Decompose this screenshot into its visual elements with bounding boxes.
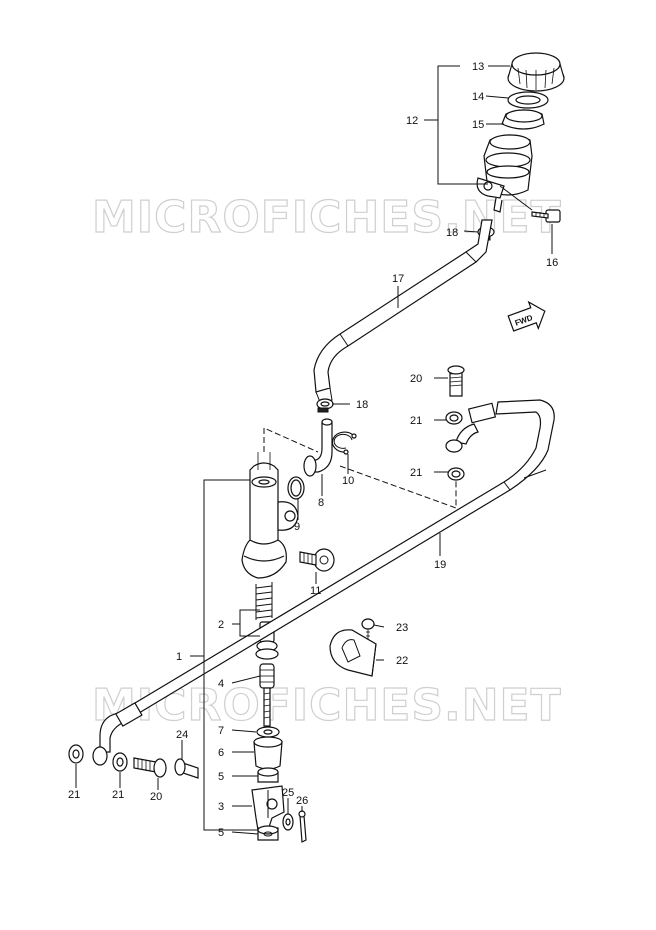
diaphragm-plate-14 — [507, 91, 549, 109]
label-13: 13 — [472, 61, 484, 73]
hose-guide-22 — [329, 629, 377, 677]
label-3: 3 — [218, 801, 224, 813]
leader-lines — [75, 65, 553, 835]
label-18-upper: 18 — [446, 227, 458, 239]
label-5-lower: 5 — [218, 827, 224, 839]
nut-5-upper — [257, 767, 279, 783]
circlip-10 — [331, 431, 357, 455]
label-19: 19 — [434, 559, 446, 571]
label-22: 22 — [396, 655, 408, 667]
bolt-24 — [174, 758, 199, 779]
label-12: 12 — [406, 115, 418, 127]
banjo-bolt-20-upper — [447, 365, 465, 397]
clamp-18-lower — [316, 398, 334, 413]
banjo-bolt-20-lower — [133, 757, 167, 778]
label-15: 15 — [472, 119, 484, 131]
label-23: 23 — [396, 622, 408, 634]
label-25: 25 — [282, 787, 294, 799]
label-18-lower: 18 — [356, 399, 368, 411]
piston-spring — [255, 582, 273, 620]
label-4: 4 — [218, 678, 224, 690]
clevis-3 — [251, 785, 285, 831]
label-21-a: 21 — [410, 415, 422, 427]
label-21-d: 21 — [112, 789, 124, 801]
label-20-lower: 20 — [150, 791, 162, 803]
label-14: 14 — [472, 91, 484, 103]
label-20-upper: 20 — [410, 373, 422, 385]
label-8: 8 — [318, 497, 324, 509]
boot-7 — [256, 726, 280, 738]
nut-5-lower — [257, 825, 279, 841]
label-17: 17 — [392, 273, 404, 285]
label-2: 2 — [218, 619, 224, 631]
label-6: 6 — [218, 747, 224, 759]
screw-23 — [361, 618, 375, 640]
o-ring-9 — [287, 476, 305, 500]
reservoir-body — [476, 134, 533, 213]
washer-25 — [282, 813, 294, 831]
hose-joint-8 — [303, 418, 333, 477]
bolt-16 — [531, 209, 561, 223]
boot-6 — [253, 736, 283, 770]
cotter-pin-26 — [298, 810, 307, 843]
master-cylinder-body — [241, 452, 299, 579]
washer-21-c — [68, 744, 84, 764]
label-16: 16 — [546, 257, 558, 269]
push-rod-4 — [259, 663, 275, 727]
reservoir-hose-17 — [313, 219, 493, 403]
label-10: 10 — [342, 475, 354, 487]
diaphragm-15 — [501, 109, 545, 130]
label-9: 9 — [294, 521, 300, 533]
washer-21-d — [112, 752, 128, 772]
fwd-arrow-icon: FWD — [507, 300, 546, 332]
brake-hose-19 — [92, 399, 555, 766]
label-21-b: 21 — [410, 467, 422, 479]
bolt-11 — [299, 548, 335, 572]
label-11: 11 — [310, 585, 321, 597]
label-5-upper: 5 — [218, 771, 224, 783]
label-1: 1 — [176, 651, 182, 663]
washer-21-a — [445, 411, 463, 425]
label-24: 24 — [176, 729, 188, 741]
label-7: 7 — [218, 725, 224, 737]
washer-21-b — [447, 467, 465, 481]
label-21-c: 21 — [68, 789, 80, 801]
part-number-labels: 13 14 15 12 16 18 17 18 20 21 21 10 8 9 … — [68, 61, 558, 839]
label-26: 26 — [296, 795, 308, 807]
reservoir-cap-13 — [507, 52, 565, 92]
